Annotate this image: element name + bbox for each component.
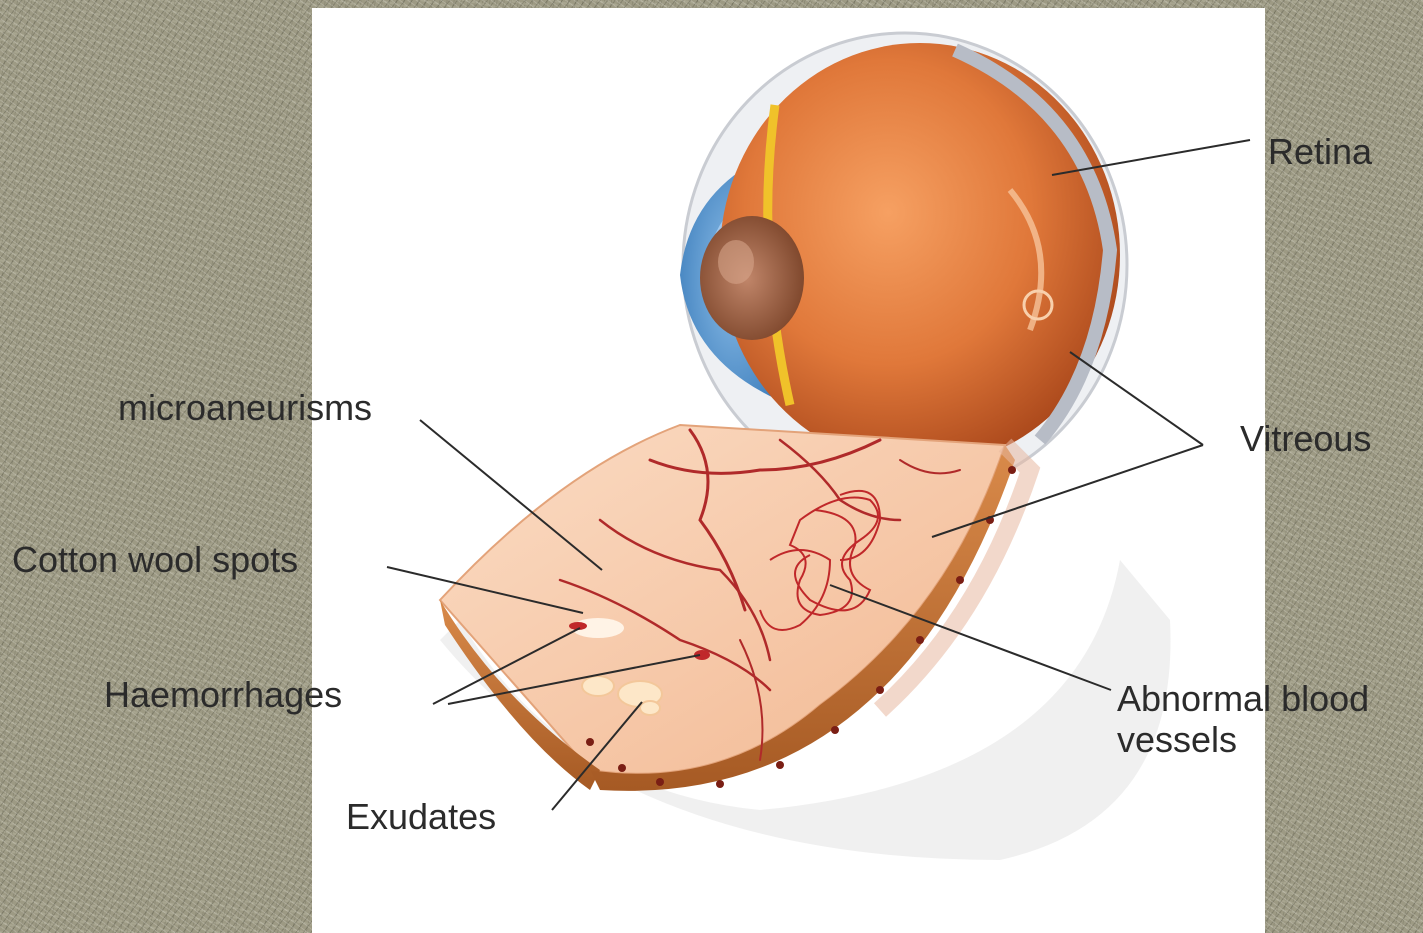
label-microaneurisms: microaneurisms: [118, 390, 372, 426]
label-haemorrhages: Haemorrhages: [104, 677, 342, 713]
label-vitreous: Vitreous: [1240, 421, 1371, 457]
label-abnormal-line2: vessels: [1117, 719, 1369, 760]
vitreous-leader-a: [1070, 352, 1203, 445]
label-abnormal-blood-vessels: Abnormal blood vessels: [1117, 678, 1369, 761]
label-abnormal-line1: Abnormal blood: [1117, 678, 1369, 719]
label-cotton-wool-spots: Cotton wool spots: [12, 542, 298, 578]
label-exudates: Exudates: [346, 799, 496, 835]
retina-slab-shape: [440, 425, 1030, 791]
label-retina: Retina: [1268, 134, 1372, 170]
lens-shape: [700, 216, 804, 340]
